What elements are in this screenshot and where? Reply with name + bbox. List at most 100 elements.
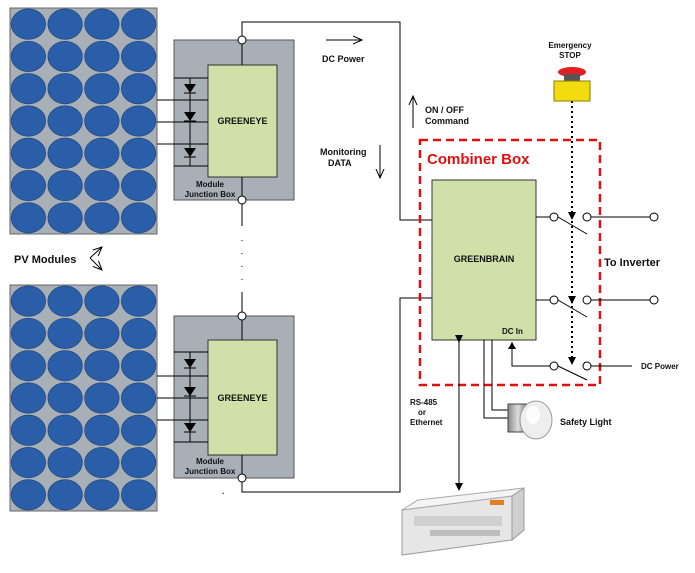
pv-cell [10, 350, 46, 382]
pv-cell [47, 350, 83, 382]
pv-cell [84, 350, 120, 382]
small-dot-label: . [222, 487, 224, 496]
emergency-stop-button [553, 67, 591, 102]
safety-light-icon [507, 400, 553, 440]
pv-cell [84, 8, 120, 40]
on-off-label-2: Command [425, 116, 469, 126]
pv-cell [10, 285, 46, 317]
jbox-bottom-caption-2: Junction Box [185, 467, 236, 476]
switch-terminals [549, 212, 659, 371]
greenbrain-device [431, 179, 537, 341]
pv-cell [121, 170, 157, 202]
greenbrain-label: GREENBRAIN [454, 254, 515, 264]
pv-cell [121, 350, 157, 382]
pv-cell [121, 285, 157, 317]
pv-cell [84, 447, 120, 479]
pv-cell [84, 317, 120, 349]
or-label: or [418, 408, 426, 417]
pv-cell [47, 317, 83, 349]
diode-string-bottom [157, 351, 208, 443]
pv-cell [84, 202, 120, 234]
pv-cell [10, 170, 46, 202]
pv-cell [84, 479, 120, 511]
dc-in-arrow-icon [508, 342, 516, 349]
pv-cell [47, 447, 83, 479]
pv-modules-label: PV Modules [14, 254, 76, 266]
greeneye-top-label: GREENEYE [217, 116, 267, 126]
pv-cell [121, 202, 157, 234]
pv-cell [10, 414, 46, 446]
pv-cell [84, 73, 120, 105]
pv-cell [84, 285, 120, 317]
pv-cell [10, 8, 46, 40]
diode-icon [184, 112, 196, 121]
dc-power-label: DC Power [322, 54, 365, 64]
pv-cell [84, 170, 120, 202]
pv-cell [121, 40, 157, 72]
pv-cell [121, 447, 157, 479]
diode-string-top [157, 77, 208, 167]
junction-box-bottom: GREENEYE Module Junction Box [157, 315, 295, 479]
pv-cell [10, 73, 46, 105]
safety-light-wiring [483, 340, 510, 419]
pv-cell [10, 105, 46, 137]
pv-cell [47, 73, 83, 105]
diode-icon [184, 359, 196, 368]
pv-cell [10, 479, 46, 511]
pv-cell [47, 414, 83, 446]
pv-cell [10, 202, 46, 234]
pv-cell [121, 105, 157, 137]
pv-cell [47, 137, 83, 169]
pv-cell [47, 202, 83, 234]
pv-cell [121, 414, 157, 446]
terminals-jbox [237, 35, 247, 483]
to-inverter-label: To Inverter [604, 257, 661, 269]
pv-cell [121, 73, 157, 105]
estop-arrow-icon [568, 296, 576, 304]
jbox-top-caption-1: Module [196, 180, 225, 189]
gateway-device-icon [401, 487, 525, 556]
pv-cell [84, 382, 120, 414]
pv-cell [84, 414, 120, 446]
pv-cell [84, 137, 120, 169]
pv-cell [47, 105, 83, 137]
pv-cell [121, 382, 157, 414]
pv-cell [10, 447, 46, 479]
ethernet-label: Ethernet [410, 418, 443, 427]
pv-cell [121, 8, 157, 40]
pv-cell [47, 40, 83, 72]
combiner-box: Combiner Box GREENBRAIN DC In [418, 138, 602, 387]
rs485-label: RS-485 [410, 398, 438, 407]
jbox-bottom-caption-1: Module [196, 457, 225, 466]
greeneye-bottom-label: GREENEYE [217, 393, 267, 403]
pv-cell [121, 137, 157, 169]
pv-cell [84, 105, 120, 137]
safety-light-label: Safety Light [560, 417, 612, 427]
dc-in-label: DC In [502, 327, 523, 336]
pv-cell [121, 317, 157, 349]
diode-icon [184, 84, 196, 93]
estop-arrow-icon [568, 357, 576, 365]
diode-icon [184, 148, 196, 157]
pv-cell [47, 382, 83, 414]
pv-cell [10, 317, 46, 349]
monitoring-label-1: Monitoring [320, 147, 367, 157]
pv-cell [47, 479, 83, 511]
junction-box-top: GREENEYE Module Junction Box [157, 39, 295, 201]
combiner-box-title: Combiner Box [427, 151, 530, 168]
pv-module-top [9, 7, 158, 235]
pv-cell [121, 479, 157, 511]
on-off-label-1: ON / OFF [425, 105, 464, 115]
pv-cell [47, 285, 83, 317]
pv-cell [10, 382, 46, 414]
pv-cell [47, 170, 83, 202]
emergency-label: Emergency [548, 41, 592, 50]
diode-icon [184, 423, 196, 432]
dc-power-in-label: DC Power [641, 362, 679, 371]
pv-cell [84, 40, 120, 72]
pv-cell [10, 137, 46, 169]
pv-label-arrows-icon [89, 247, 102, 270]
jbox-top-caption-2: Junction Box [185, 190, 236, 199]
